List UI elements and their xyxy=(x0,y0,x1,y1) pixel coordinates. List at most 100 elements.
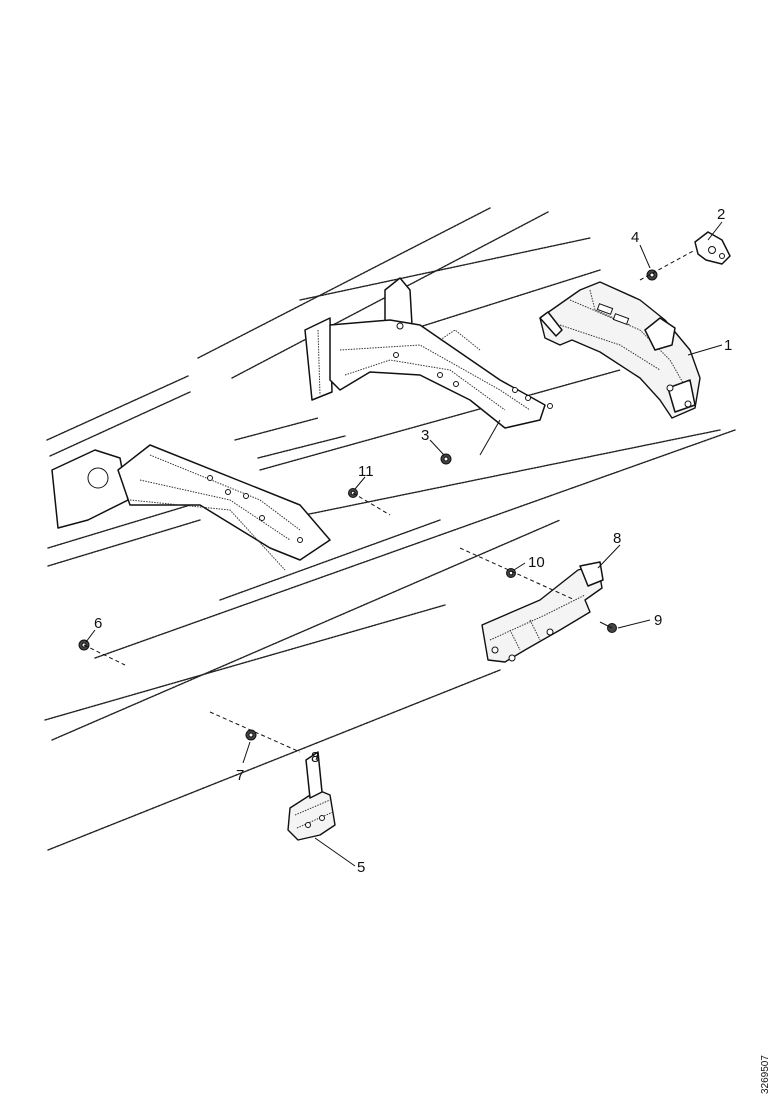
upper-cross-beam-edge-1 xyxy=(339,344,531,411)
left-cross-hole-2 xyxy=(225,489,231,495)
callout-4: 4 xyxy=(631,229,639,246)
part-5-upright xyxy=(305,751,323,799)
left-cross-hole-1 xyxy=(207,475,213,481)
part-5-hole-2 xyxy=(319,815,325,821)
chassis-frame xyxy=(44,207,736,851)
left-cross-member xyxy=(51,444,331,571)
part-8-hole-3 xyxy=(546,628,554,636)
frame-rail-mid-4 xyxy=(257,435,346,459)
callout-2: 2 xyxy=(717,206,725,223)
callout-5: 5 xyxy=(357,859,365,876)
leader-2 xyxy=(707,221,723,241)
part-7-centerline xyxy=(209,711,301,753)
part-8-hole-1 xyxy=(491,646,499,654)
part-4-centerline xyxy=(639,249,696,281)
leader-3 xyxy=(429,439,445,456)
callout-10: 10 xyxy=(528,554,545,571)
frame-diagonal-1 xyxy=(479,419,501,456)
callout-7: 7 xyxy=(236,767,244,784)
callout-9: 9 xyxy=(654,612,662,629)
leader-6 xyxy=(85,629,96,643)
part-11-centerline xyxy=(352,492,391,516)
left-cross-beam-edge-2 xyxy=(139,479,291,541)
leader-5 xyxy=(314,837,356,867)
callout-8-upper: 8 xyxy=(613,530,621,547)
part-1-hole-1 xyxy=(684,400,692,408)
frame-rail-top-1 xyxy=(197,207,491,359)
part-5-hole-1 xyxy=(305,822,311,828)
leader-7 xyxy=(242,741,251,764)
leader-8a xyxy=(597,544,621,569)
frame-rail-mid-1 xyxy=(299,237,591,301)
leader-1 xyxy=(687,344,723,356)
part-8-tab xyxy=(579,561,604,587)
callout-3: 3 xyxy=(421,427,429,444)
part-4-nut-hole xyxy=(649,272,655,278)
callout-1: 1 xyxy=(724,337,732,354)
callout-8-lower: 8 xyxy=(311,749,319,766)
frame-rail-mid-2 xyxy=(409,269,601,331)
part-5-bracket xyxy=(287,751,336,841)
leader-lines xyxy=(85,221,723,867)
leader-9 xyxy=(617,619,651,629)
part-1-edge-2 xyxy=(559,324,661,371)
left-cross-beam-edge xyxy=(149,454,301,531)
frame-rail-low-5 xyxy=(219,519,441,601)
left-cross-hole-3 xyxy=(243,493,249,499)
part-8-edge-2 xyxy=(509,629,521,651)
frame-rail-low-1 xyxy=(47,501,201,549)
upper-cross-hole-5 xyxy=(512,387,518,393)
part-9-bolt-shank xyxy=(599,621,613,629)
left-end-plate xyxy=(51,449,129,529)
upper-cross-hole-6 xyxy=(525,395,531,401)
part-1-flange xyxy=(644,317,676,351)
part-8-edge-1 xyxy=(489,594,586,641)
part-9-bolt xyxy=(599,621,617,633)
upper-cross-hole-4 xyxy=(453,381,459,387)
callout-labels: 1 2 3 4 5 6 7 8 8 9 10 11 xyxy=(94,206,732,876)
part-8-edge-3 xyxy=(529,619,541,641)
part-1-bracket xyxy=(539,281,701,419)
frame-rail-bottom-1 xyxy=(44,604,446,721)
upper-cross-hole-3 xyxy=(437,372,443,378)
frame-rail-low-4 xyxy=(279,429,721,521)
part-2-clip xyxy=(694,231,731,265)
frame-rail-bottom-4 xyxy=(94,429,736,659)
frame-rail-top-4 xyxy=(49,391,191,457)
upper-cross-member xyxy=(304,277,553,456)
part-1-lip xyxy=(539,311,563,337)
part-1-body xyxy=(539,281,701,419)
part-7-nut-hole xyxy=(248,732,254,738)
frame-rail-bottom-3 xyxy=(47,669,501,851)
frame-rail-top-3 xyxy=(46,375,189,441)
part-6-centerline xyxy=(83,644,126,666)
callout-6: 6 xyxy=(94,615,102,632)
left-end-plate-hole xyxy=(87,467,109,489)
part-2-hole-2 xyxy=(719,253,725,259)
upper-cross-hole-2 xyxy=(393,352,399,358)
upper-cross-beam-edge-3 xyxy=(439,329,481,351)
frame-rail-low-2 xyxy=(47,519,201,567)
part-1-hole-2 xyxy=(666,384,674,392)
part-3-nut-hole xyxy=(443,456,449,462)
frame-rail-bottom-2 xyxy=(51,519,561,741)
upper-cross-hole-1 xyxy=(396,322,404,330)
left-cross-beam-edge-3 xyxy=(129,499,286,571)
leader-8b xyxy=(315,754,319,761)
part-8-hole-2 xyxy=(508,654,516,662)
part-1-slot-1 xyxy=(596,303,614,315)
frame-rail-low-3 xyxy=(259,369,621,471)
upper-mount-plate-edge xyxy=(317,329,321,396)
leader-11 xyxy=(354,476,366,490)
frame-rail-mid-3 xyxy=(234,417,319,441)
leader-10 xyxy=(513,562,526,571)
part-8-bracket xyxy=(481,561,604,663)
part-5-edge-1 xyxy=(294,799,331,816)
part-3-nut xyxy=(440,453,452,465)
left-cross-beam xyxy=(117,444,331,561)
upper-cross-hole-7 xyxy=(547,403,553,409)
figure-reference-number: 3269507 xyxy=(760,1055,771,1094)
part-8-body xyxy=(481,564,603,663)
left-cross-hole-4 xyxy=(259,515,265,521)
